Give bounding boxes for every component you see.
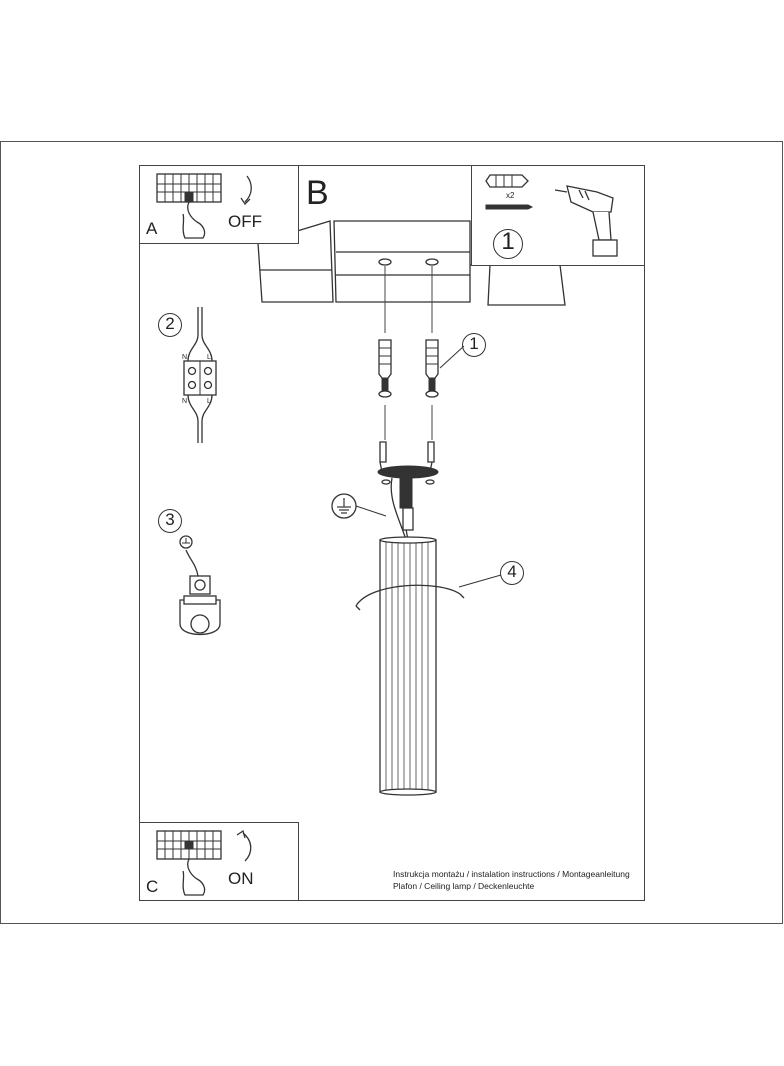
step-b-letter: B — [306, 174, 329, 212]
bracket-callout-circle — [500, 561, 524, 585]
footer-instructions-title: Instrukcja montażu / instalation instruc… — [393, 869, 630, 879]
anchors-callout-line — [439, 345, 465, 369]
tools-step-number: 1 — [501, 228, 515, 255]
wall-plugs-with-screws — [378, 339, 439, 398]
step-c-panel — [139, 822, 299, 901]
tools-step-number-circle — [493, 229, 523, 259]
anchors-callout-circle — [462, 333, 486, 357]
wall-plug-icon — [485, 174, 529, 188]
switch-off-label: OFF — [228, 212, 262, 231]
switch-on-icon — [156, 829, 252, 896]
ground-step-number: 3 — [165, 510, 175, 529]
wiring-cables — [390, 477, 414, 541]
wire-label-l-bottom: L — [207, 398, 211, 405]
bracket-callout-number: 4 — [507, 562, 517, 581]
mounting-plate — [377, 441, 439, 485]
switch-off-icon — [156, 173, 252, 239]
step-a-letter: A — [146, 219, 158, 238]
drill-icon — [554, 185, 618, 257]
wire-label-n-top: N — [182, 354, 188, 361]
footer-product-type: Plafon / Ceiling lamp / Deckenleuchte — [393, 881, 535, 891]
screw-icon — [485, 204, 534, 210]
anchors-callout-number: 1 — [469, 334, 479, 353]
mounting-bracket — [355, 584, 465, 611]
lamp-body — [379, 536, 437, 796]
quantity-label: x2 — [506, 191, 515, 200]
step-c-letter: C — [146, 877, 159, 896]
bracket-callout-line — [458, 574, 502, 588]
switch-on-label: ON — [228, 869, 254, 888]
page-frame — [0, 141, 783, 924]
terminal-block-icon — [183, 307, 217, 443]
ground-terminal-icon — [179, 535, 221, 636]
wire-label-l-top: L — [207, 354, 211, 361]
ground-symbol-icon — [331, 493, 387, 519]
instruction-sheet — [139, 165, 645, 901]
wire-label-n-bottom: N — [182, 398, 188, 405]
ground-step-circle — [158, 509, 182, 533]
wiring-step-number: 2 — [165, 314, 175, 333]
wiring-step-circle — [158, 313, 182, 337]
step-a-panel — [139, 165, 299, 244]
